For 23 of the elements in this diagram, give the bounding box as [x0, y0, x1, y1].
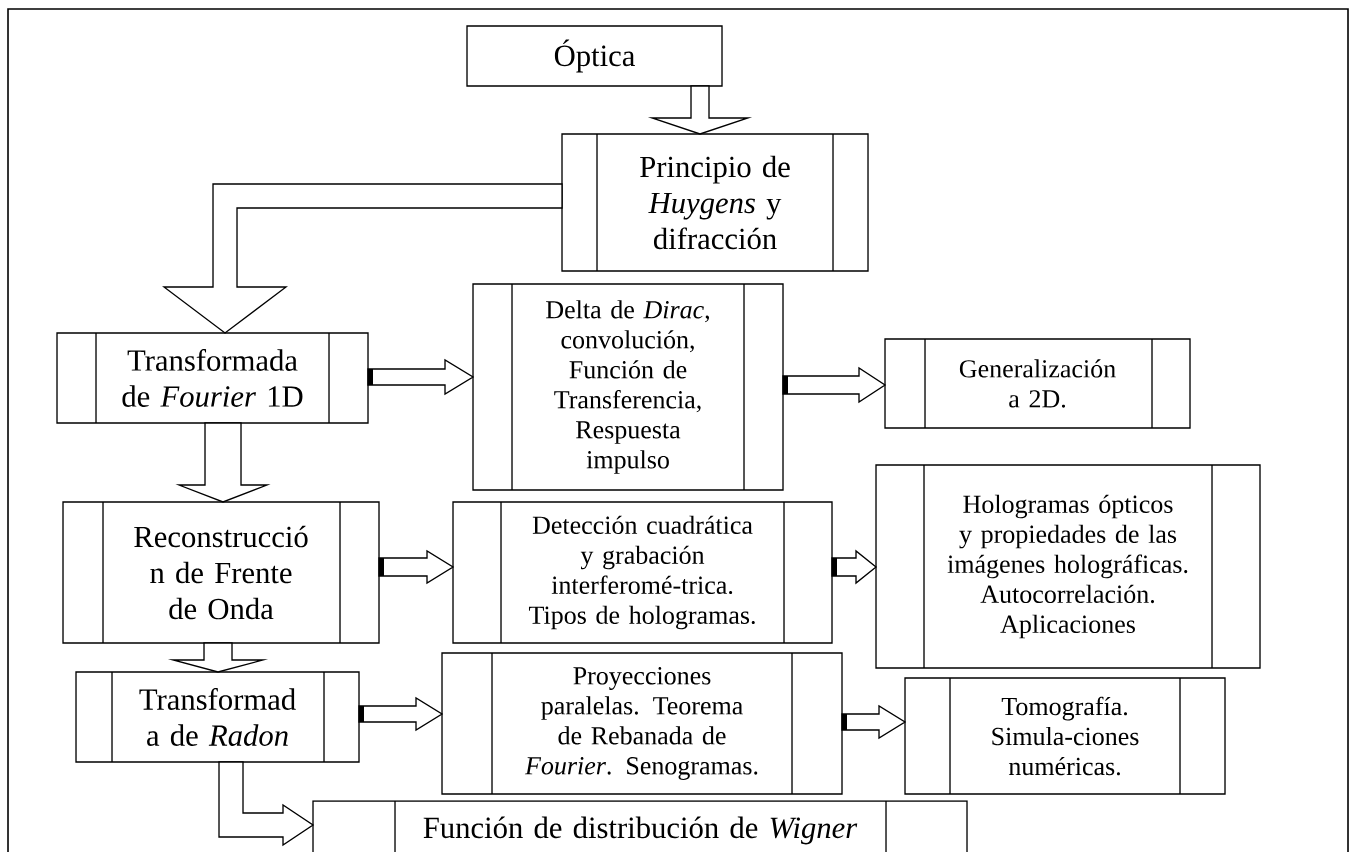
block-arrow	[162, 183, 563, 334]
process-box: Transformada de Fourier 1D	[56, 332, 369, 424]
block-arrow	[358, 696, 444, 732]
block-arrow	[175, 422, 271, 503]
process-box: Función de distribución de Wigner	[312, 800, 968, 852]
title-box: Óptica	[466, 25, 723, 87]
process-box: Principio de Huygens y difracción	[561, 133, 869, 272]
process-box: Generalización a 2D.	[884, 338, 1191, 429]
process-box: Transformad a de Radon	[75, 671, 360, 763]
block-arrow	[647, 85, 753, 135]
process-box: Tomografía. Simula-ciones numéricas.	[904, 677, 1226, 795]
block-arrow	[167, 642, 269, 673]
block-arrow	[831, 549, 878, 585]
process-box: Delta de Dirac, convolución, Función de Transferencia, Respuesta impulso	[472, 283, 784, 491]
process-box: Reconstrucció n de Frente de Onda	[62, 501, 380, 644]
process-box: Detección cuadrática y grabación interferomé-trica. Tipos de hologramas.	[452, 501, 833, 644]
block-arrow	[782, 366, 887, 404]
block-arrow	[367, 358, 475, 396]
process-box: Proyecciones paralelas. Teorema de Rebanada de Fourier. Senogramas.	[441, 652, 843, 795]
block-arrow	[218, 761, 315, 847]
block-arrow	[841, 704, 907, 740]
block-arrow	[378, 549, 455, 585]
process-box: Hologramas ópticos y propiedades de las imágenes holográficas. Autocorrelación. Aplicaciones	[875, 464, 1261, 669]
